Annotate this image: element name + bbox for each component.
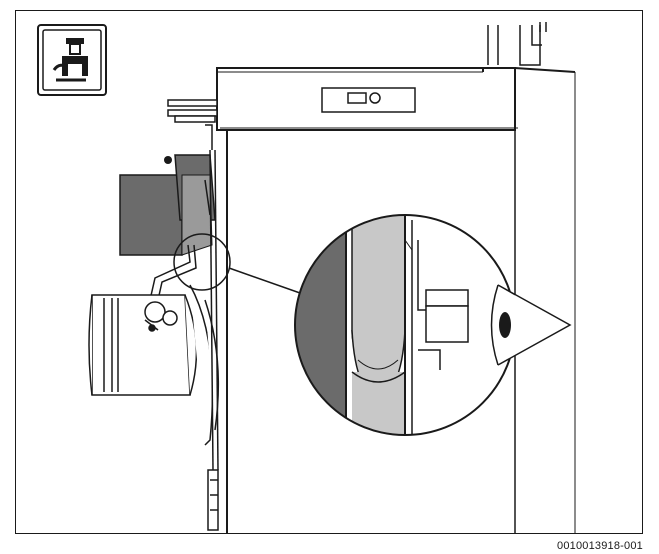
boiler-side-plate — [204, 149, 219, 471]
fan-cylinder — [88, 284, 220, 446]
side-rails — [167, 99, 218, 150]
detail-marker-circle — [173, 233, 231, 291]
magnify-leader-line — [228, 267, 301, 294]
top-pipes — [487, 22, 547, 66]
installer-technician-icon — [37, 24, 107, 96]
control-panel — [321, 87, 416, 113]
burner-housing — [119, 154, 216, 256]
bottom-bracket — [207, 469, 219, 531]
magnified-detail — [295, 215, 515, 435]
eye-inspect-icon — [490, 284, 572, 366]
figure-id-label: 0010013918-001 — [557, 540, 643, 552]
figure-frame — [15, 10, 643, 534]
connecting-pipe — [149, 244, 197, 301]
